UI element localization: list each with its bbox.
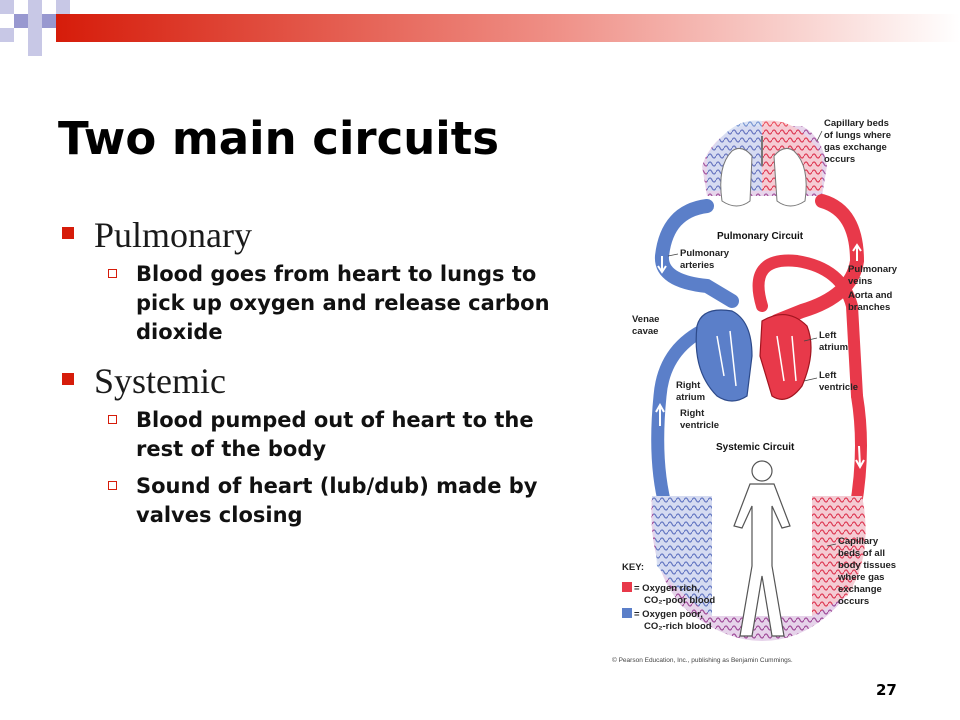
body-capillaries	[651, 496, 866, 641]
label-line: arteries	[680, 260, 714, 271]
capillary-body-label: Capillary beds of all body tissues where…	[826, 536, 896, 607]
label-line: Aorta and	[848, 290, 893, 301]
key-line: CO₂-rich blood	[644, 621, 712, 632]
pulmonary-arteries-label: Pulmonary arteries	[667, 248, 730, 271]
right-ventricle-label: Right ventricle	[680, 408, 719, 431]
label-line: of lungs where	[824, 130, 891, 141]
sub-bullet-text: Blood goes from heart to lungs to pick u…	[136, 262, 550, 344]
sub-bullet-box-icon	[108, 415, 117, 424]
capillary-lungs-label: Capillary beds of lungs where gas exchan…	[816, 118, 891, 165]
aorta-label: Aorta and branches	[848, 290, 893, 313]
label-line: exchange	[838, 584, 882, 595]
sub-bullet-text: Blood pumped out of heart to the rest of…	[136, 408, 534, 461]
left-atrium-label: Left atrium	[803, 330, 848, 353]
venae-cavae-vessel	[651, 319, 719, 533]
label-line: body tissues	[838, 560, 896, 571]
label-line: cavae	[632, 326, 658, 337]
label-line: Capillary	[838, 536, 879, 547]
pulmonary-vein-vessel	[770, 194, 865, 328]
heart	[695, 309, 812, 402]
bullet-label: Systemic	[94, 361, 226, 401]
top-banner	[0, 0, 960, 56]
label-line: atrium	[819, 342, 848, 353]
label-line: Left	[819, 330, 837, 341]
label-line: Pulmonary	[848, 264, 898, 275]
label-line: Pulmonary	[680, 248, 730, 259]
bullet-label: Pulmonary	[94, 215, 252, 255]
label-line: branches	[848, 302, 890, 313]
slide-title: Two main circuits	[58, 112, 500, 165]
venae-cavae-label: Venae cavae	[632, 314, 659, 337]
systemic-circuit-label: Systemic Circuit	[716, 442, 795, 453]
key-swatch-oxygen-rich	[622, 582, 632, 592]
label-line: veins	[848, 276, 872, 287]
label-line: Right	[680, 408, 705, 419]
key-swatch-oxygen-poor	[622, 608, 632, 618]
label-line: occurs	[824, 154, 855, 165]
circulation-diagram: Capillary beds of lungs where gas exchan…	[612, 118, 898, 664]
key-title: KEY:	[622, 562, 644, 573]
flow-arrows	[655, 243, 865, 470]
key-line: CO₂-poor blood	[644, 595, 715, 606]
pulmonary-circuit-label: Pulmonary Circuit	[717, 231, 804, 242]
lung-capillaries	[702, 120, 827, 207]
human-body-silhouette	[733, 460, 791, 637]
bullet-square-icon	[62, 373, 74, 385]
key-line: = Oxygen rich,	[634, 583, 700, 594]
sub-bullet-box-icon	[108, 269, 117, 278]
sub-bullet-box-icon	[108, 481, 117, 490]
pulmonary-veins-label: Pulmonary veins	[848, 264, 898, 287]
label-line: beds of all	[838, 548, 885, 559]
image-credit: © Pearson Education, Inc., publishing as…	[612, 656, 793, 664]
aorta-vessel	[752, 254, 863, 402]
label-line: Right	[676, 380, 701, 391]
left-ventricle-label: Left ventricle	[803, 370, 858, 393]
key-line: = Oxygen poor,	[634, 609, 703, 620]
label-line: ventricle	[680, 420, 719, 431]
diagram-key: KEY: = Oxygen rich, CO₂-poor blood = Oxy…	[622, 562, 715, 632]
page-number: 27	[876, 681, 897, 699]
label-line: Left	[819, 370, 837, 381]
label-line: gas exchange	[824, 142, 887, 153]
right-atrium-label: Right atrium	[676, 380, 705, 403]
label-line: ventricle	[819, 382, 858, 393]
label-line: where gas	[837, 572, 884, 583]
label-line: Venae	[632, 314, 659, 325]
bullet-square-icon	[62, 227, 74, 239]
label-line: Capillary beds	[824, 118, 889, 129]
label-line: occurs	[838, 596, 869, 607]
label-line: atrium	[676, 392, 705, 403]
sub-bullet-text: Sound of heart (lub/dub) made by valves …	[136, 474, 538, 527]
